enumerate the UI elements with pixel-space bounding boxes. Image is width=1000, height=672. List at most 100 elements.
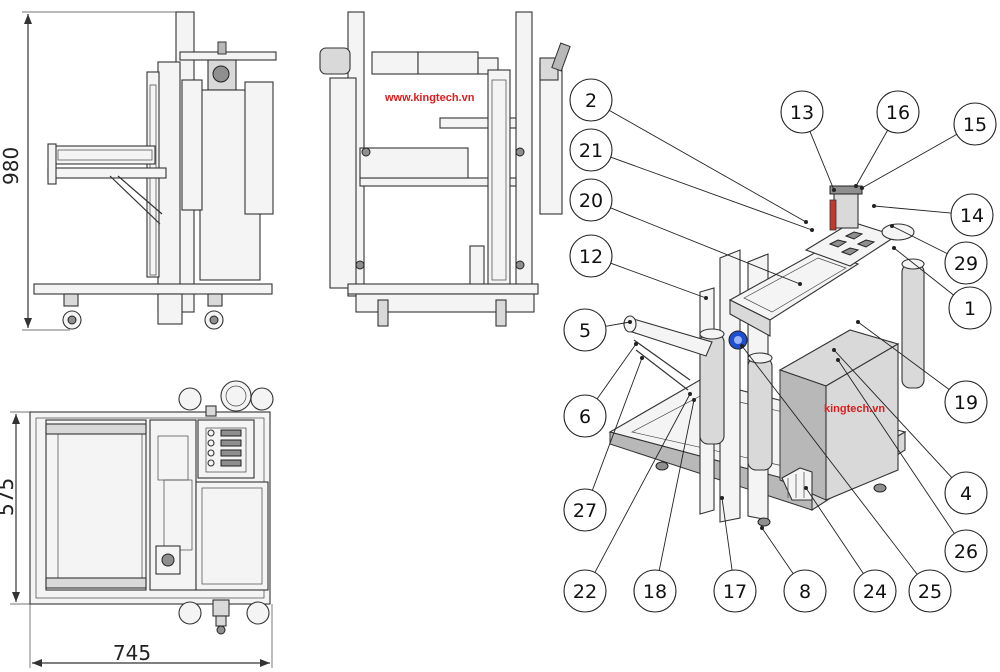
balloon-circle (783, 569, 827, 613)
balloon-leader-tip (704, 296, 708, 300)
balloon-label: 14 (960, 205, 984, 227)
balloon-label: 4 (960, 483, 972, 505)
balloon-label: 29 (954, 253, 978, 275)
balloon-leader-tip (634, 342, 638, 346)
balloon-circle (563, 394, 607, 438)
balloon-leader (861, 133, 957, 189)
balloon-circle (853, 569, 897, 613)
balloon-leader (855, 130, 889, 187)
isometric-view: kingtech.vn (608, 185, 925, 527)
balloon-label: 5 (579, 320, 591, 342)
balloon-label: 19 (954, 392, 978, 414)
balloon-leader (594, 393, 691, 573)
balloon-circle (569, 178, 613, 222)
balloon-leader-tip (692, 398, 696, 402)
balloon-leader-tip (798, 282, 802, 286)
balloon-circle (908, 569, 952, 613)
right-side-view: www.kingtech.vn (319, 11, 571, 327)
balloon-circle (876, 90, 920, 134)
balloon-label: 15 (963, 114, 987, 136)
balloon-leader (837, 359, 955, 534)
balloon-leader (658, 399, 695, 571)
balloon-leader-tip (740, 344, 744, 348)
balloon-leader-tip (810, 228, 814, 232)
balloon-leader (596, 343, 637, 400)
balloon-circle (563, 569, 607, 613)
balloon-leader-tip (832, 348, 836, 352)
balloon-leader-tip (688, 392, 692, 396)
balloon-leader (605, 321, 631, 327)
balloon-leader (891, 225, 948, 255)
balloon-label: 24 (863, 581, 887, 603)
balloon-label: 8 (799, 581, 811, 603)
balloon-leader (610, 207, 801, 285)
balloon-leader (833, 349, 953, 478)
balloon-leader (809, 131, 835, 191)
balloon-circle (944, 241, 988, 285)
balloon-leader-tip (872, 204, 876, 208)
balloon-leader-tip (890, 224, 894, 228)
balloon-circle (950, 193, 994, 237)
balloon-label: 6 (579, 406, 591, 428)
balloon-label: 1 (964, 298, 976, 320)
balloon-circle (713, 569, 757, 613)
balloon-circle (563, 488, 607, 532)
side-view-watermark: www.kingtech.vn (384, 92, 475, 104)
balloon-leader (893, 247, 954, 296)
balloon-circle (633, 569, 677, 613)
balloon-leader (761, 527, 794, 574)
balloon-leader-tip (854, 184, 858, 188)
balloon-label: 16 (886, 102, 910, 124)
balloon-circle (563, 308, 607, 352)
balloon-leader-tip (836, 358, 840, 362)
balloon-leader-tip (640, 356, 644, 360)
depth-dimension: 575 (0, 478, 18, 516)
width-dimension: 745 (113, 641, 151, 665)
balloon-leader-tip (860, 186, 864, 190)
balloon-circle (944, 380, 988, 424)
balloon-label: 20 (579, 190, 603, 212)
balloon-circle (948, 286, 992, 330)
iso-control-buttons (828, 231, 876, 256)
balloon-leader-tip (804, 220, 808, 224)
balloon-label: 22 (573, 581, 597, 603)
balloon-leader-tip (832, 188, 836, 192)
balloon-leader (609, 109, 807, 223)
balloon-circle (569, 128, 613, 172)
balloon-leader (805, 487, 864, 574)
balloon-circle (569, 234, 613, 278)
side-elevation-view: 980 (0, 11, 277, 331)
balloon-circle (953, 102, 997, 146)
balloon-label: 21 (579, 140, 603, 162)
balloon-leader (721, 497, 733, 571)
balloon-leader-tip (760, 526, 764, 530)
balloon-circle (944, 529, 988, 573)
balloon-label: 27 (573, 500, 597, 522)
balloon-label: 12 (579, 246, 603, 268)
balloon-leader (591, 357, 643, 491)
balloon-label: 18 (643, 581, 667, 603)
balloon-label: 2 (585, 90, 597, 112)
iso-view-watermark: kingtech.vn (824, 403, 885, 415)
balloon-circle (780, 90, 824, 134)
balloon-leader-tip (720, 496, 724, 500)
balloon-leader (873, 205, 952, 214)
balloon-leader-tip (628, 320, 632, 324)
balloon-leader (857, 321, 950, 390)
height-dimension: 980 (0, 147, 23, 185)
balloon-label: 17 (723, 581, 747, 603)
balloon-label: 25 (918, 581, 942, 603)
balloon-leader-tip (856, 320, 860, 324)
balloon-label: 26 (954, 541, 978, 563)
control-panel-buttons (205, 427, 247, 473)
balloon-leader (610, 262, 707, 299)
balloon-leader-tip (892, 246, 896, 250)
balloon-leader (741, 345, 918, 575)
balloon-label: 13 (790, 102, 814, 124)
balloon-leader-tip (804, 486, 808, 490)
balloon-circle (569, 78, 613, 122)
balloon-circle (944, 471, 988, 515)
balloon-leader (610, 156, 813, 231)
